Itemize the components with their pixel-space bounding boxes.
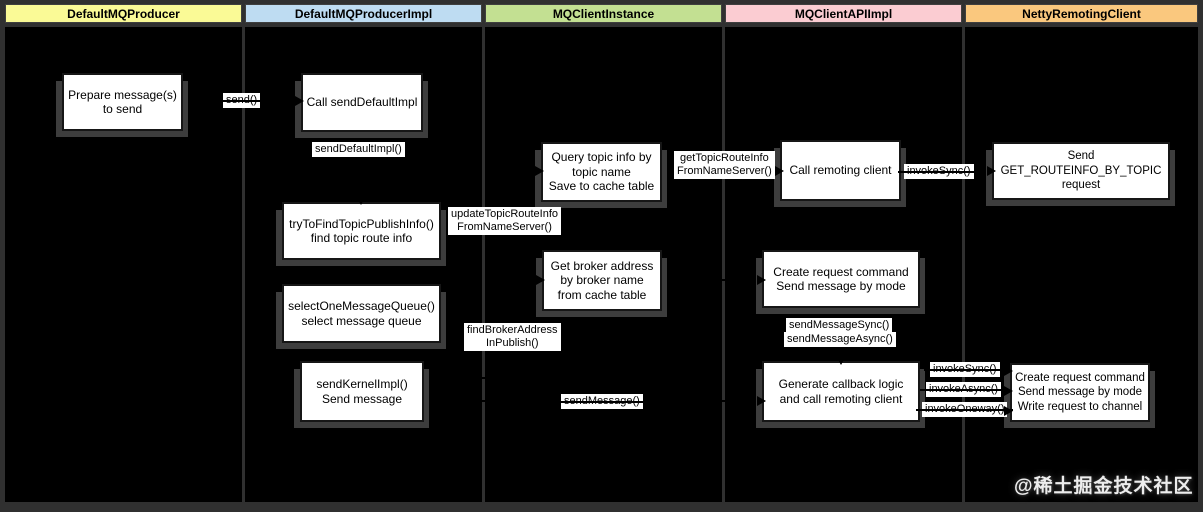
arrow-label-invokesync-send: invokeSync(): [924, 362, 1006, 377]
arrowhead-icon: [536, 275, 545, 285]
arrow-label-invokeasync: invokeAsync(): [919, 382, 1008, 397]
step-box-sendkernelimpl: sendKernelImpl() Send message: [300, 361, 424, 422]
arrow-label-invokeoneway: invokeOneway(): [915, 402, 1015, 417]
lane-header-mqclientapiimpl: MQClientAPIImpl: [725, 4, 962, 23]
step-box-generate-callback: Generate callback logic and call remotin…: [762, 361, 920, 422]
arrowhead-icon: [836, 356, 846, 365]
arrow-label-sendmessagesync: sendMessageSync(): [786, 318, 893, 333]
arrowhead-icon: [535, 166, 544, 176]
step-box-prepare-message: Prepare message(s) to send: [62, 73, 183, 131]
lane-header-mqclientinstance: MQClientInstance: [485, 4, 722, 23]
step-box-query-topic-info: Query topic info by topic name Save to c…: [541, 142, 662, 202]
arrow-label-invokesync-route: invokeSync(): [898, 164, 980, 179]
arrow-label-senddefaultimpl: sendDefaultImpl(): [312, 142, 405, 157]
step-box-send-getrouteinfo: Send GET_ROUTEINFO_BY_TOPIC request: [992, 142, 1170, 200]
step-box-write-to-channel: Create request command Send message by m…: [1010, 363, 1150, 422]
arrowhead-icon: [757, 396, 766, 406]
arrow-label-sendmessageasync: sendMessageAsync(): [784, 332, 896, 347]
arrow-label-sendmessage: sendMessage(): [555, 394, 649, 409]
step-box-call-remoting-client: Call remoting client: [780, 140, 901, 201]
step-box-create-request-command: Create request command Send message by m…: [762, 250, 920, 308]
arrow-label-updatetopicrouteinfo: updateTopicRouteInfo FromNameServer(): [448, 207, 562, 235]
lane-header-defaultmqproducerimpl: DefaultMQProducerImpl: [245, 4, 482, 23]
arrowhead-icon: [1004, 406, 1013, 416]
arrowhead-icon: [356, 196, 366, 205]
step-box-get-broker-address: Get broker address by broker name from c…: [542, 250, 662, 311]
step-box-tryfindtopicpublishinfo: tryToFindTopicPublishInfo() find topic r…: [282, 202, 441, 260]
arrowhead-icon: [757, 275, 766, 285]
lane-header-defaultmqproducer: DefaultMQProducer: [5, 4, 242, 23]
lane-body-nettyremotingclient: [965, 27, 1198, 502]
step-box-call-senddefaultimpl: Call sendDefaultImpl: [301, 73, 423, 132]
arrowhead-icon: [987, 166, 996, 176]
arrowhead-icon: [775, 166, 784, 176]
arrowhead-icon: [1004, 366, 1013, 376]
step-box-selectonemessagequeue: selectOneMessageQueue() select message q…: [282, 284, 441, 343]
arrow-label-send: send(): [216, 93, 267, 108]
arrow-label-findbrokeraddress: findBrokerAddress InPublish(): [464, 323, 561, 351]
arrowhead-icon: [295, 96, 304, 106]
arrow-label-gettopicrouteinfo: getTopicRouteInfo FromNameServer(): [674, 151, 775, 179]
lane-header-nettyremotingclient: NettyRemotingClient: [965, 4, 1198, 23]
arrowhead-icon: [1004, 386, 1013, 396]
watermark-text: @稀土掘金技术社区: [1014, 476, 1194, 497]
